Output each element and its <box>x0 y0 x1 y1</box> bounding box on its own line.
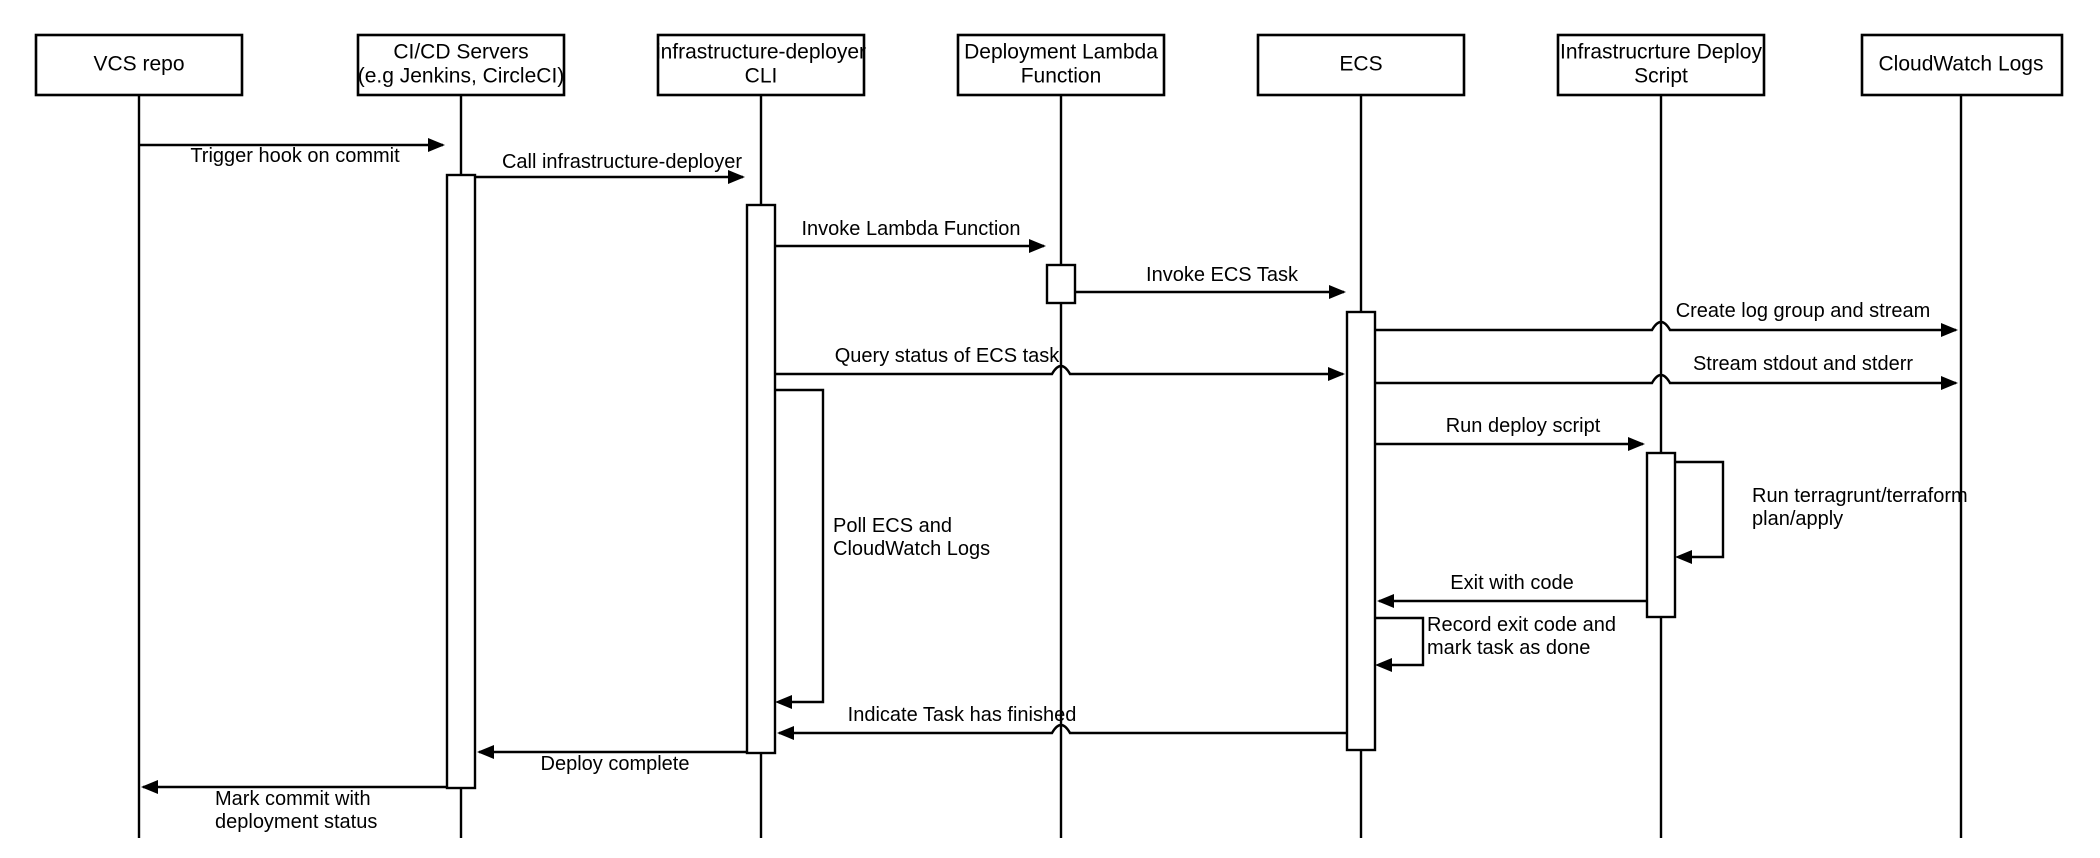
participant-vcs[interactable]: VCS repo <box>34 33 244 97</box>
participant-label-cicd: CI/CD Servers <box>393 41 528 64</box>
self-message-line-loop-poll <box>775 388 825 704</box>
message-label-m10: Indicate Task has finished <box>848 704 1077 726</box>
message-label-m6: Query status of ECS task <box>835 345 1061 367</box>
participant-label-script: Script <box>1634 65 1688 88</box>
message-m1[interactable]: Trigger hook on commit <box>140 138 445 167</box>
message-m5[interactable]: Create log group and stream <box>1376 300 1958 337</box>
message-line-m10 <box>779 723 1346 735</box>
message-label-m3: Invoke Lambda Function <box>801 218 1020 240</box>
activation-bar-cli <box>745 203 777 755</box>
message-arrowhead-m8 <box>1628 437 1645 451</box>
participant-cicd[interactable]: CI/CD Servers(e.g Jenkins, CircleCI) <box>356 33 566 97</box>
message-label-m4: Invoke ECS Task <box>1146 264 1299 286</box>
message-arrowhead-m10 <box>777 726 794 740</box>
message-arrowhead-m12 <box>141 780 158 794</box>
participant-label-cwlogs: CloudWatch Logs <box>1879 53 2044 76</box>
message-arrowhead-m7 <box>1941 376 1958 390</box>
participant-ecs[interactable]: ECS <box>1256 33 1466 97</box>
message-m4[interactable]: Invoke ECS Task <box>1076 264 1346 299</box>
participant-label-vcs: VCS repo <box>93 53 184 76</box>
message-m6[interactable]: Query status of ECS task <box>776 345 1345 381</box>
message-label-m2: Call infrastructure-deployer <box>502 151 742 173</box>
message-arrowhead-m6 <box>1328 367 1345 381</box>
message-arrowhead-m4 <box>1329 285 1346 299</box>
message-arrowhead-m3 <box>1029 239 1046 253</box>
self-message-label-loop-poll: Poll ECS and <box>833 515 952 537</box>
message-m3[interactable]: Invoke Lambda Function <box>776 218 1046 253</box>
message-arrowhead-m11 <box>477 745 494 759</box>
participant-label-lambda: Deployment Lambda <box>964 41 1158 64</box>
messages-layer: Trigger hook on commit Call infrastructur… <box>140 138 1958 833</box>
self-message-label-loop-poll: CloudWatch Logs <box>833 538 990 560</box>
participant-box-lambda <box>956 33 1166 97</box>
message-m2[interactable]: Call infrastructure-deployer <box>476 151 745 184</box>
participant-label-cli: CLI <box>745 65 778 88</box>
self-message-label-loop-record: Record exit code and <box>1427 614 1616 636</box>
self-message-label-loop-record: mark task as done <box>1427 637 1590 659</box>
message-arrowhead-m9 <box>1377 594 1394 608</box>
participant-box-script <box>1556 33 1766 97</box>
message-label-m5: Create log group and stream <box>1676 300 1931 322</box>
message-m9[interactable]: Exit with code <box>1377 572 1646 608</box>
message-line-m6 <box>776 364 1343 376</box>
activation-bar-script <box>1645 451 1677 619</box>
participant-label-lambda: Function <box>1021 65 1102 88</box>
message-line-m5 <box>1376 320 1956 332</box>
participant-box-ecs <box>1256 33 1466 97</box>
message-m11[interactable]: Deploy complete <box>477 745 746 775</box>
self-message-line-loop-terra <box>1675 460 1725 559</box>
message-label-m1: Trigger hook on commit <box>190 145 400 167</box>
self-message-arrowhead-loop-terra <box>1675 550 1692 564</box>
participant-label-cli: infrastructure-deployer <box>656 41 866 64</box>
participant-label-cicd: (e.g Jenkins, CircleCI) <box>358 65 565 88</box>
activation-bar-cicd <box>445 173 477 790</box>
participant-box-cwlogs <box>1860 33 2064 97</box>
self-message-label-loop-terra: plan/apply <box>1752 508 1843 530</box>
self-message-arrowhead-loop-poll <box>775 695 792 709</box>
self-message-arrowhead-loop-record <box>1375 658 1392 672</box>
message-line-m7 <box>1376 373 1956 385</box>
message-arrowhead-m2 <box>728 170 745 184</box>
message-m8[interactable]: Run deploy script <box>1376 415 1645 451</box>
activation-bar-lambda <box>1045 263 1077 305</box>
message-arrowhead-m5 <box>1941 323 1958 337</box>
participant-label-script: Infrastrucrture Deploy <box>1560 41 1762 64</box>
participant-box-cicd <box>356 33 566 97</box>
message-label-m9: Exit with code <box>1450 572 1573 594</box>
message-label-m8: Run deploy script <box>1446 415 1601 437</box>
message-m7[interactable]: Stream stdout and stderr <box>1376 353 1958 390</box>
activations-layer <box>445 173 1677 790</box>
participants-layer: VCS repo CI/CD Servers(e.g Jenkins, Circl… <box>34 33 2064 97</box>
participant-cwlogs[interactable]: CloudWatch Logs <box>1860 33 2064 97</box>
message-label-m12: Mark commit with <box>215 788 371 810</box>
participant-label-ecs: ECS <box>1339 53 1382 76</box>
self-message-label-loop-terra: Run terragrunt/terraform <box>1752 485 1968 507</box>
participant-box-vcs <box>34 33 244 97</box>
message-m10[interactable]: Indicate Task has finished <box>777 704 1346 740</box>
self-message-line-loop-record <box>1375 616 1425 667</box>
message-arrowhead-m1 <box>428 138 445 152</box>
lifelines-layer <box>137 95 1963 838</box>
message-label-m11: Deploy complete <box>541 753 690 775</box>
participant-box-cli <box>656 33 866 97</box>
message-label-m12: deployment status <box>215 811 377 833</box>
message-label-m7: Stream stdout and stderr <box>1693 353 1913 375</box>
activation-bar-ecs <box>1345 310 1377 752</box>
